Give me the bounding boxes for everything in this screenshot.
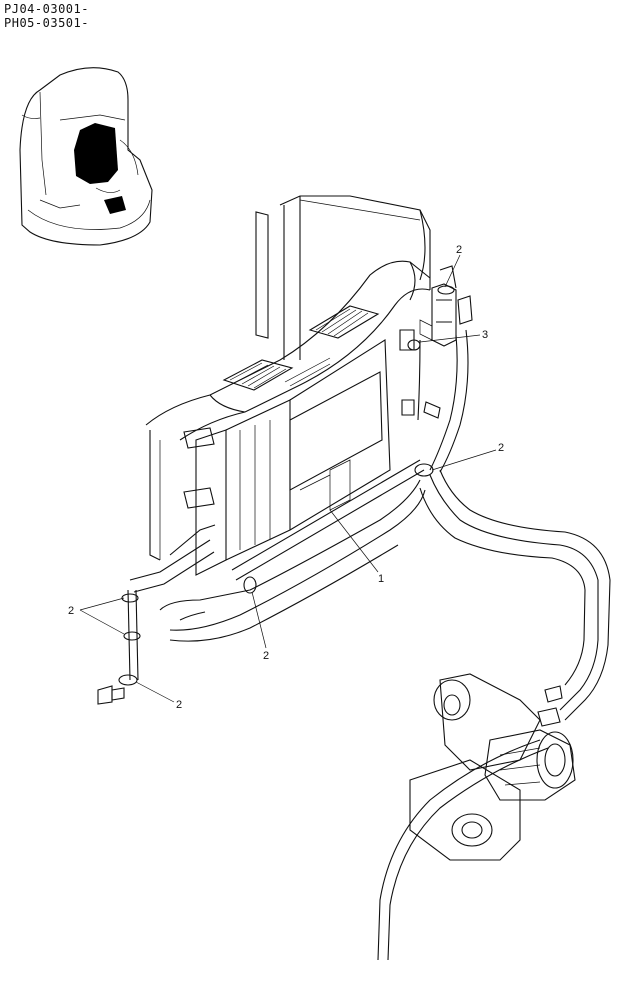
serial-range-line-2: PH05-03501- — [4, 16, 89, 30]
locator-thumbnail — [19, 67, 153, 246]
compressor-assembly — [409, 673, 576, 861]
callout-2-left: 2 — [68, 605, 74, 617]
serial-range-line-1: PJ04-03001- — [4, 2, 89, 16]
bracket-upper — [183, 427, 215, 449]
air-vent-right — [308, 305, 380, 339]
air-vent-left — [222, 359, 294, 391]
callout-1: 1 — [378, 573, 384, 585]
receiver-dryer — [419, 265, 473, 347]
ac-heater-unit — [145, 260, 441, 576]
hose-assembly — [97, 329, 611, 961]
clamp-group — [118, 285, 455, 686]
bracket-lower — [183, 487, 215, 509]
radiator-frame — [255, 195, 431, 360]
callouts: 2 3 2 1 2 2 2 — [68, 244, 504, 711]
callout-2-top: 2 — [456, 244, 462, 256]
callout-3: 3 — [482, 329, 488, 341]
callout-2-right: 2 — [498, 442, 504, 454]
callout-2-mid: 2 — [263, 650, 269, 662]
highlight-area — [74, 123, 118, 184]
callout-2-bottom: 2 — [176, 699, 182, 711]
